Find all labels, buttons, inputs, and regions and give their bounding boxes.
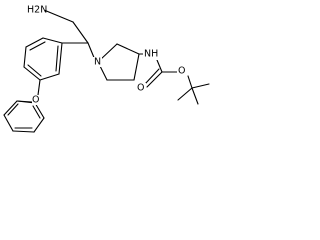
bond-tbu-methyl-3 [177, 87, 193, 101]
ether-o-label: O [32, 95, 39, 106]
molecule-structure: H2N N NH O O O [3, 4, 210, 133]
bond-carbonyl-o-2 [144, 68, 160, 85]
bond-nh-carbonyl [156, 59, 163, 73]
bond-amine-ch2 [43, 9, 74, 23]
carbonyl-o-label: O [137, 83, 144, 94]
pyrrolidine-n-label: N [94, 57, 101, 68]
bond-ring-ether-o [37, 79, 41, 96]
carbamate-nh-label: NH [144, 49, 158, 60]
phenoxy-phenyl-ring [3, 100, 45, 133]
ester-o-label: O [178, 66, 185, 77]
pyrrolidine-ring [99, 43, 140, 81]
bond-carbonyl-o-1 [146, 71, 163, 88]
bond-tbu-methyl-2 [191, 87, 199, 105]
phenyl-ring [23, 37, 63, 81]
amine-label: H2N [27, 5, 47, 16]
structure-canvas: H2N N NH O O O [0, 0, 212, 136]
bond-ester-o-quaternary-c [187, 75, 193, 89]
bond-ch2-ch [72, 21, 89, 44]
bond-tbu-methyl-1 [191, 83, 210, 89]
